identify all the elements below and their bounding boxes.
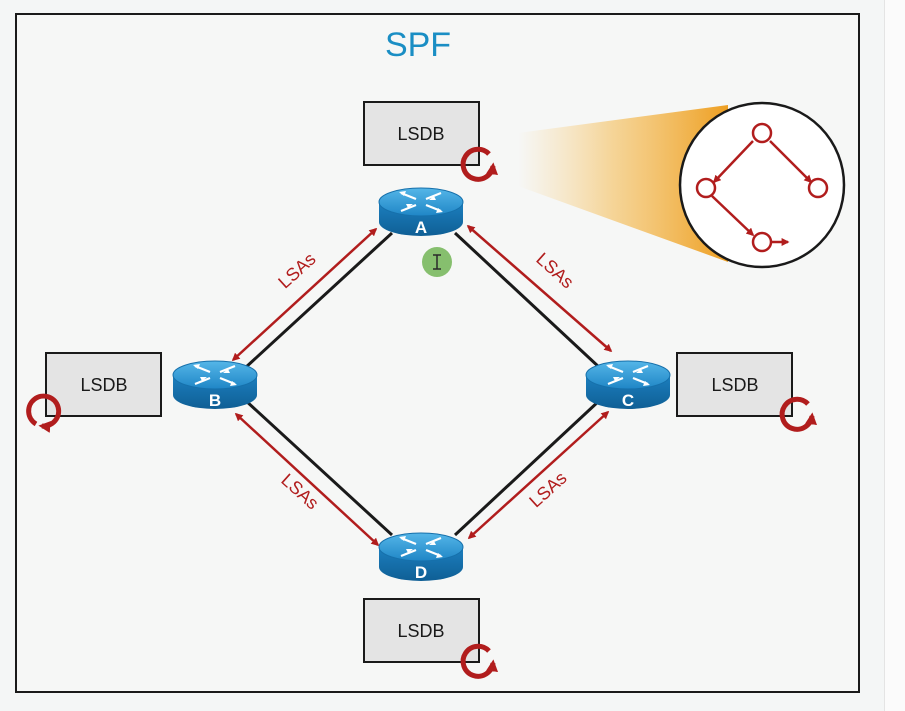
lsdb-box-c: LSDB (676, 352, 793, 417)
diagram-title: SPF (385, 26, 451, 64)
router-b: B (171, 359, 259, 411)
lsdb-box-d: LSDB (363, 598, 480, 663)
router-d: D (377, 531, 465, 583)
lsdb-label-a: LSDB (397, 124, 444, 144)
lsdb-label-d: LSDB (397, 621, 444, 641)
scrollbar-track[interactable] (884, 0, 905, 711)
cursor-highlight (422, 247, 452, 277)
lsa-label-a-c: LSAs (532, 249, 577, 293)
refresh-icon-c (779, 396, 817, 432)
text-cursor-icon (433, 254, 441, 270)
link-c-d (453, 398, 602, 537)
lsa-arrows (231, 224, 613, 547)
lsa-arrow-a-c (466, 224, 613, 353)
spf-tree-icon (695, 122, 829, 253)
router-c-label: C (622, 391, 634, 410)
router-a: A (377, 186, 465, 238)
link-a-b (243, 231, 394, 370)
lsdb-box-a: LSDB (363, 101, 480, 166)
lsa-label-b-d: LSAs (277, 470, 322, 514)
router-a-label: A (415, 218, 427, 237)
link-b-d (243, 398, 394, 537)
lsa-arrow-b-d (234, 412, 380, 547)
router-c: C (584, 359, 672, 411)
lsdb-label-b: LSDB (80, 375, 127, 395)
lsdb-label-c: LSDB (711, 375, 758, 395)
spf-tree-callout (678, 101, 846, 269)
lsdb-box-b: LSDB (45, 352, 162, 417)
refresh-icons (26, 146, 817, 679)
link-a-c (453, 231, 602, 370)
lsa-label-c-d: LSAs (525, 468, 570, 512)
refresh-icon-a (460, 146, 498, 182)
refresh-icon-b (26, 393, 62, 433)
router-d-label: D (415, 563, 427, 582)
lsa-arrow-a-b (231, 227, 378, 362)
router-b-label: B (209, 391, 221, 410)
lsa-arrow-c-d (467, 410, 610, 540)
refresh-icon-d (460, 643, 498, 679)
zoom-beam (518, 105, 728, 262)
